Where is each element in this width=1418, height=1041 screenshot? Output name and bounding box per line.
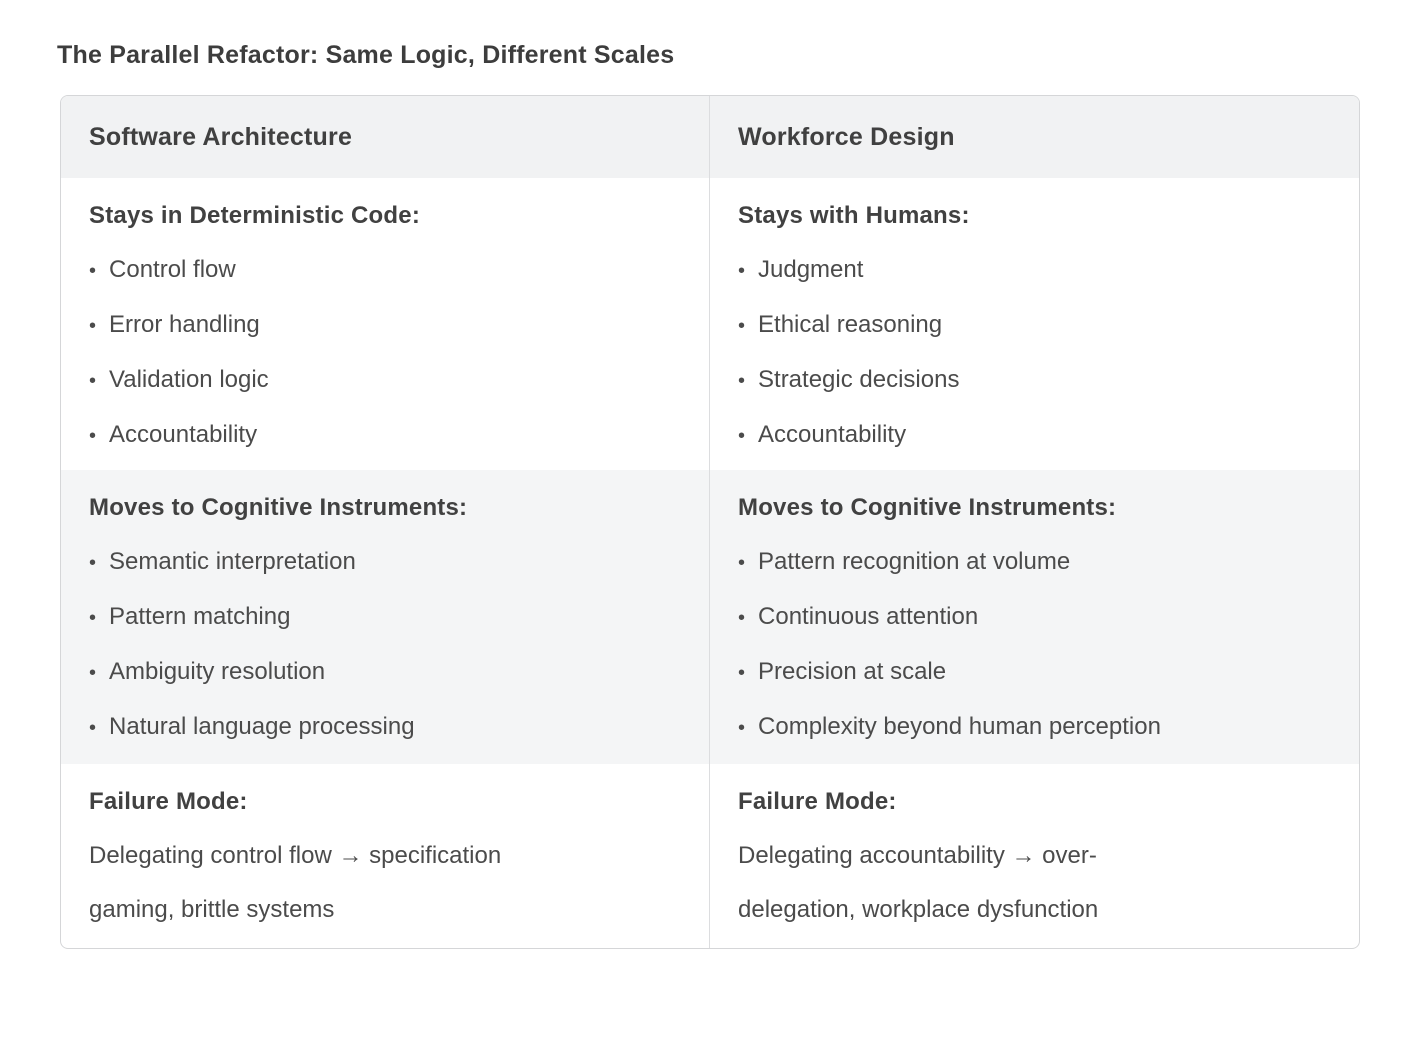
bullet-icon: • (738, 370, 746, 392)
item-label: Semantic interpretation (109, 548, 356, 575)
bullet-icon: • (89, 425, 97, 447)
bullet-icon: • (89, 662, 97, 684)
list-item: • Continuous attention (738, 590, 1331, 645)
cell-workforce-failure-mode: Failure Mode: Delegating accountability … (710, 764, 1359, 948)
bullet-icon: • (738, 552, 746, 574)
list-item: • Validation logic (89, 353, 681, 408)
bullet-icon: • (738, 662, 746, 684)
list-item: • Pattern matching (89, 590, 681, 645)
cell-software-moves: Moves to Cognitive Instruments: • Semanti… (61, 470, 710, 764)
bullet-icon: • (89, 315, 97, 337)
item-label: Judgment (758, 256, 864, 283)
bullet-icon: • (89, 370, 97, 392)
item-label: Accountability (109, 421, 258, 448)
list-item: • Strategic decisions (738, 353, 1331, 408)
column-header-software-architecture: Software Architecture (61, 96, 710, 178)
list-item: • Ethical reasoning (738, 298, 1331, 353)
cell-workforce-moves: Moves to Cognitive Instruments: • Pattern… (710, 470, 1359, 764)
bullet-icon: • (738, 607, 746, 629)
cell-heading: Stays with Humans: (738, 202, 970, 229)
list-item: • Semantic interpretation (89, 535, 681, 590)
bullet-icon: • (89, 552, 97, 574)
cell-heading: Failure Mode: (738, 788, 897, 815)
item-label: Precision at scale (758, 658, 947, 685)
list-item: • Natural language processing (89, 700, 681, 755)
column-header-workforce-design: Workforce Design (710, 96, 1359, 178)
cell-software-stays: Stays in Deterministic Code: • Control fl… (61, 178, 710, 470)
column-header-label: Software Architecture (89, 122, 353, 151)
list-item: • Accountability (89, 408, 681, 463)
bullet-icon: • (738, 425, 746, 447)
list-item: • Accountability (738, 408, 1331, 463)
list-item: • Judgment (738, 243, 1331, 298)
cell-software-failure-mode: Failure Mode: Delegating control flow → … (61, 764, 710, 948)
item-label: Validation logic (109, 366, 269, 393)
list-item: • Control flow (89, 243, 681, 298)
item-label: Pattern recognition at volume (758, 548, 1071, 575)
column-header-label: Workforce Design (738, 122, 955, 151)
list-item: • Ambiguity resolution (89, 645, 681, 700)
item-label: Ethical reasoning (758, 311, 943, 338)
list-item: • Pattern recognition at volume (738, 535, 1331, 590)
failure-mode-text: Delegating control flow → specification … (89, 842, 502, 923)
comparison-table: Software Architecture Workforce Design S… (60, 95, 1360, 949)
item-label: Pattern matching (109, 603, 291, 630)
page-title: The Parallel Refactor: Same Logic, Diffe… (57, 41, 675, 69)
bullet-icon: • (738, 260, 746, 282)
cell-workforce-stays: Stays with Humans: • Judgment • Ethical re… (710, 178, 1359, 470)
item-label: Accountability (758, 421, 907, 448)
bullet-icon: • (89, 260, 97, 282)
failure-mode-text: Delegating accountability → over- delega… (738, 842, 1099, 923)
item-label: Continuous attention (758, 603, 979, 630)
list-item: • Error handling (89, 298, 681, 353)
item-label: Ambiguity resolution (109, 658, 326, 685)
cell-heading: Moves to Cognitive Instruments: (89, 494, 468, 521)
item-label: Control flow (109, 256, 236, 283)
bullet-icon: • (89, 717, 97, 739)
list-item: • Precision at scale (738, 645, 1331, 700)
item-label: Complexity beyond human perception (758, 713, 1161, 740)
cell-heading: Moves to Cognitive Instruments: (738, 494, 1117, 521)
cell-heading: Failure Mode: (89, 788, 248, 815)
list-item: • Complexity beyond human perception (738, 700, 1331, 755)
bullet-icon: • (738, 717, 746, 739)
bullet-icon: • (738, 315, 746, 337)
cell-heading: Stays in Deterministic Code: (89, 202, 421, 229)
bullet-icon: • (89, 607, 97, 629)
item-label: Natural language processing (109, 713, 415, 740)
item-label: Strategic decisions (758, 366, 960, 393)
item-label: Error handling (109, 311, 260, 338)
